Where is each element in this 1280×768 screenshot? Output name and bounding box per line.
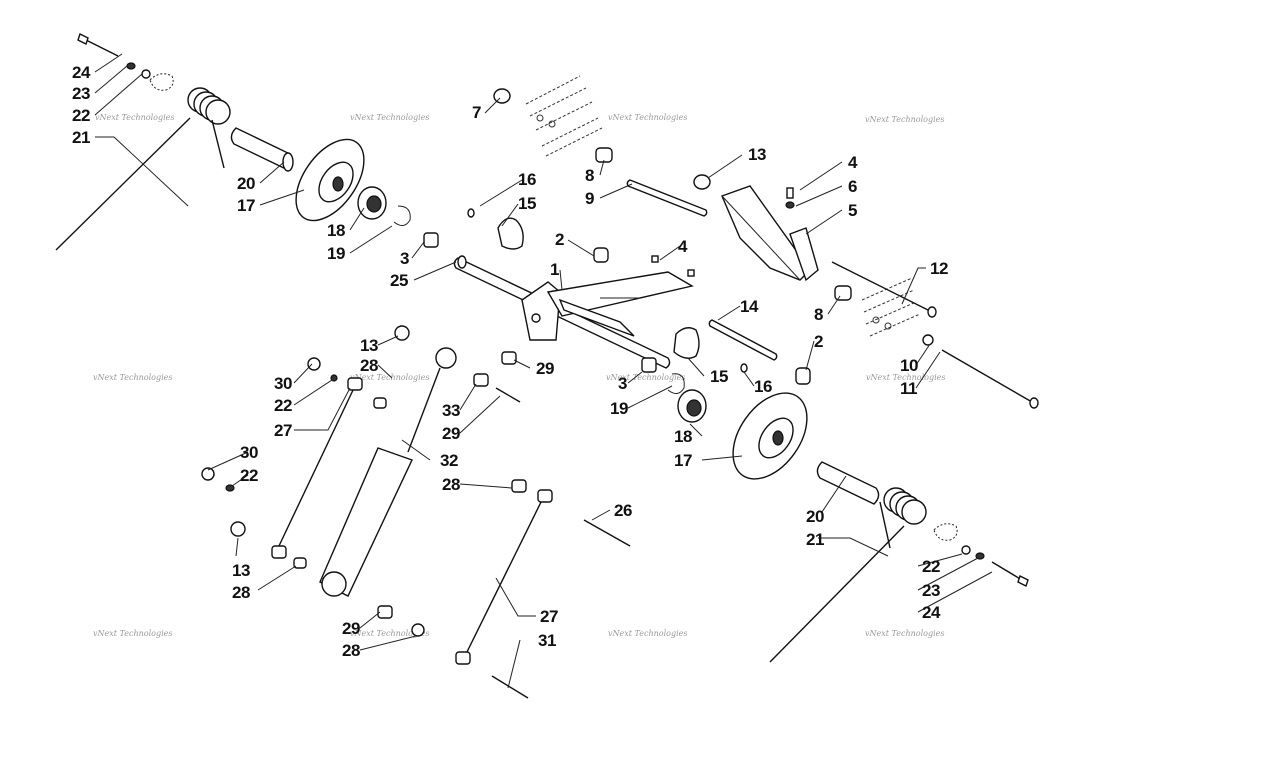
callout-label: 21 — [806, 530, 824, 549]
coil-spring-right — [769, 487, 927, 663]
callout-label: 11 — [900, 379, 917, 398]
ghost-plate-upper — [525, 75, 603, 157]
ghost-plate-lower — [861, 277, 921, 337]
callout-label: 3 — [400, 249, 409, 268]
callout-label: 24 — [72, 63, 91, 82]
callout-label: 2 — [555, 230, 564, 249]
callout-label: 14 — [740, 297, 759, 316]
callout-label: 20 — [806, 507, 824, 526]
callout-label: 8 — [814, 305, 823, 324]
callout-label: 2 — [814, 332, 823, 351]
bushing — [595, 147, 613, 163]
callout-label: 4 — [678, 237, 688, 256]
callout-label: 4 — [848, 153, 858, 172]
watermark: vNext Technologies — [606, 373, 685, 382]
callout-label: 32 — [440, 451, 458, 470]
callout-label: 20 — [237, 174, 255, 193]
watermark: vNext Technologies — [865, 115, 944, 124]
callout-label: 24 — [922, 603, 941, 622]
callout-label: 22 — [274, 396, 292, 415]
watermark: vNext Technologies — [608, 629, 687, 638]
watermark: vNext Technologies — [608, 113, 687, 122]
nut — [693, 174, 711, 190]
watermark: vNext Technologies — [93, 373, 172, 382]
callout-label: 28 — [342, 641, 360, 660]
watermark: vNext Technologies — [866, 373, 945, 382]
bumper-upper — [467, 208, 524, 250]
watermark: vNext Technologies — [95, 113, 174, 122]
callout-label: 28 — [442, 475, 460, 494]
callout-label: 19 — [327, 244, 345, 263]
swing-arm — [521, 271, 694, 341]
callout-label: 23 — [922, 581, 940, 600]
callout-label: 13 — [360, 336, 378, 355]
coil-spring — [187, 87, 231, 125]
watermark: vNext Technologies — [350, 373, 429, 382]
callout-label: 16 — [518, 170, 536, 189]
callout-label: 10 — [900, 356, 918, 375]
watermark: vNext Technologies — [93, 629, 172, 638]
callout-label: 15 — [518, 194, 536, 213]
callout-label: 5 — [848, 201, 857, 220]
callouts: 24 23 22 21 20 17 18 19 3 25 16 15 2 1 7… — [72, 63, 948, 660]
leader-lines — [94, 53, 993, 689]
callout-label: 29 — [442, 424, 460, 443]
bushing — [795, 367, 811, 385]
callout-label: 26 — [614, 501, 632, 520]
callout-label: 22 — [922, 557, 940, 576]
left-spring-assembly — [55, 33, 439, 251]
watermarks: vNext Technologies vNext Technologies vN… — [93, 113, 945, 638]
set-screw — [651, 255, 659, 263]
mount-bracket — [721, 185, 819, 282]
callout-label: 22 — [240, 466, 258, 485]
callout-label: 23 — [72, 84, 90, 103]
callout-label: 19 — [610, 399, 628, 418]
callout-label: 17 — [674, 451, 692, 470]
callout-label: 33 — [442, 401, 460, 420]
set-screw — [687, 269, 695, 277]
callout-label: 27 — [274, 421, 292, 440]
watermark: vNext Technologies — [865, 629, 944, 638]
callout-label: 1 — [550, 260, 559, 279]
callout-label: 17 — [237, 196, 255, 215]
callout-label: 28 — [360, 356, 378, 375]
shaft — [708, 319, 778, 361]
bumper-lower — [673, 327, 700, 359]
callout-label: 31 — [538, 631, 556, 650]
callout-label: 25 — [390, 271, 408, 290]
callout-label: 13 — [232, 561, 250, 580]
shaft — [626, 179, 708, 217]
callout-label: 7 — [472, 103, 481, 122]
callout-label: 3 — [618, 374, 627, 393]
callout-label: 13 — [748, 145, 766, 164]
callout-label: 29 — [536, 359, 554, 378]
callout-label: 22 — [72, 106, 90, 125]
callout-label: 18 — [674, 427, 692, 446]
callout-label: 28 — [232, 583, 250, 602]
callout-label: 16 — [754, 377, 772, 396]
callout-label: 30 — [240, 443, 258, 462]
bushing — [593, 247, 609, 263]
callout-label: 8 — [585, 166, 594, 185]
callout-label: 6 — [848, 177, 857, 196]
shock-absorber — [319, 347, 457, 597]
watermark: vNext Technologies — [350, 629, 429, 638]
callout-label: 18 — [327, 221, 345, 240]
callout-label: 9 — [585, 189, 594, 208]
callout-label: 30 — [274, 374, 292, 393]
callout-label: 21 — [72, 128, 90, 147]
watermark: vNext Technologies — [350, 113, 429, 122]
callout-label: 12 — [930, 259, 948, 278]
callout-label: 29 — [342, 619, 360, 638]
callout-label: 27 — [540, 607, 558, 626]
callout-label: 15 — [710, 367, 728, 386]
